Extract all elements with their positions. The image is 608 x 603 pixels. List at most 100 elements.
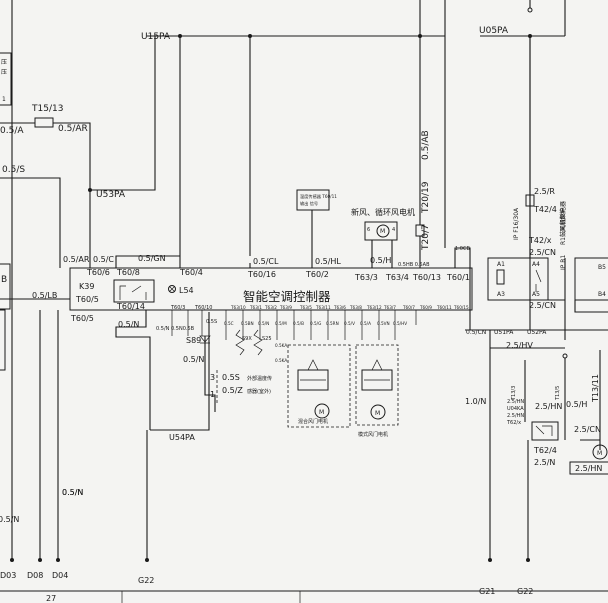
label-w05n-a: 0.5/N xyxy=(118,320,139,329)
label-w05ar-small: 0.5/AR xyxy=(63,255,90,264)
label-t62-x: T62/x xyxy=(506,420,521,426)
pin-05g: 0.5/G xyxy=(310,321,321,326)
motor-m-2: M xyxy=(319,409,324,416)
label-sensor-in: 外部温度传 xyxy=(247,375,272,382)
label-fuse: IP F16/30A xyxy=(513,207,520,240)
label-25r: 2.5/R xyxy=(534,187,555,196)
label-s25: S25 xyxy=(262,336,272,342)
bus-u05pa: U05PA xyxy=(479,0,566,330)
label-d08: D08 xyxy=(27,571,43,580)
label-25cn-c: 2.5/CN xyxy=(574,425,601,434)
label-05h: 0.5/H xyxy=(566,400,587,409)
label-25cn-b: 2.5/CN xyxy=(529,301,556,310)
label-g22-b: G22 xyxy=(517,587,533,596)
label-w05hl: 0.5/HL xyxy=(315,257,341,266)
pin-t63-8: T63/8 xyxy=(349,305,362,310)
controller-title: 智能空调控制器 xyxy=(243,289,331,304)
label-t20-19: T20/19 xyxy=(421,181,431,214)
label-w05ab: 0.5/AB xyxy=(421,130,431,160)
pin-t60-7: T60/7 xyxy=(402,305,415,310)
label-w05cl: 0.5/CL xyxy=(253,257,279,266)
controller-box: 智能空调控制器 0.5/AR 0.5/C 0.5/GN T60/6 T60/8 … xyxy=(63,34,473,311)
relay-section: 1.0CB A1 A4 A3 A5 IP F16/30A IP R1 R1鼓风机… xyxy=(444,36,608,340)
pin-t63-5: T63/5 xyxy=(299,305,312,310)
label-d04: D04 xyxy=(52,571,68,580)
label-t63-4: T63/4 xyxy=(385,273,409,282)
label-t60-8: T60/8 xyxy=(116,268,140,277)
label-sensor-out: 感器(室外) xyxy=(247,388,271,395)
label-t13-3: T13/3 xyxy=(511,386,517,401)
label-u04ka: U04KA xyxy=(507,406,524,412)
label-t60-16: T60/16 xyxy=(247,270,276,279)
label-a3: A3 xyxy=(497,291,505,298)
label-n3: 3 xyxy=(210,373,215,382)
svg-text:温度传感器 T60/11: 温度传感器 T60/11 xyxy=(300,193,337,200)
motor-m-3: M xyxy=(375,410,380,417)
label-t15-13: T15/13 xyxy=(31,104,63,114)
label-w05lb: 0.5/LB xyxy=(32,291,57,300)
label-u52pa: U52PA xyxy=(527,329,547,336)
label-b-left: B xyxy=(1,275,7,285)
label-mode-motor: 模式风门电机 xyxy=(358,431,388,438)
label-25hn-a: 2.5/HN xyxy=(507,399,524,405)
pin-t63-9: T63/9 xyxy=(279,305,292,310)
label-t62-4: T62/4 xyxy=(533,446,557,455)
label-u05pa: U05PA xyxy=(479,26,509,36)
label-w05h: 0.5/H xyxy=(370,256,391,265)
label-t60-13: T60/13 xyxy=(412,273,441,282)
label-t13-11: T13/11 xyxy=(591,374,600,403)
label-t63-3: T63/3 xyxy=(354,273,378,282)
pin-05hv: 0.5/HV xyxy=(393,321,407,326)
pin-05ka-b: 0.5KA xyxy=(275,358,287,363)
grounds: D03 D08 D04 G22 G21 G22 27 0.5/N 0.5/N xyxy=(0,488,533,603)
pin-05c: 0.5C xyxy=(224,321,234,326)
left-upper: 压 压 1 T15/13 0.5/A 0.5/AR 0.5/S U53PA B … xyxy=(0,36,156,371)
label-25cn-a: 2.5/CN xyxy=(529,248,556,257)
pin-05ka: 0.5KA xyxy=(275,343,287,348)
label-w05a: 0.5/A xyxy=(0,126,24,136)
label-t60-14: T60/14 xyxy=(116,302,145,311)
pin-t63-11: T63/11 xyxy=(315,305,331,310)
svg-text:输出 信号: 输出 信号 xyxy=(300,200,318,207)
label-u05cn: 0.5/CN xyxy=(466,329,486,336)
label-t20-7: T20/7 xyxy=(421,224,431,251)
pin-t60-9: T60/9 xyxy=(419,305,432,310)
label-left-1: 1 xyxy=(2,96,6,103)
label-w10n: 1.0/N xyxy=(465,397,486,406)
label-relay-name: R1鼓风机继电器 xyxy=(559,201,567,245)
pin-05a: 0.5/A xyxy=(360,321,371,326)
lower-wiring: T60/5 0.5/N U54PA 0.5/N T60/3 T60/10 T63… xyxy=(0,298,472,560)
fresh-motor: 新风、循环风电机 M 6 4 0.5/H T20/19 0.5/AB T20/7… xyxy=(351,36,431,268)
pin-t60-15: T60/15 xyxy=(453,305,469,310)
label-25hn-d: 2.5/HN xyxy=(575,464,602,473)
label-25hn-b: 2.5/HN xyxy=(507,413,524,419)
label-t42-x: T42/x xyxy=(528,236,552,245)
pin-t60-3: T60/3 xyxy=(170,305,185,311)
label-t13-5: T13/5 xyxy=(555,386,561,401)
label-w05s: 0.5/S xyxy=(2,165,25,175)
label-t60-1: T60/1 xyxy=(446,273,470,282)
label-fan-prot: 风扇保护 xyxy=(559,208,567,232)
pin-t63-1: T63/1 xyxy=(249,305,262,310)
label-g21: G21 xyxy=(479,587,495,596)
label-d03: D03 xyxy=(0,571,16,580)
label-w05n-d: 0.5/N xyxy=(0,515,19,524)
pin-row: T60/3 T60/10 T63/10 T63/1 T63/2 T63/9 T6… xyxy=(170,305,469,311)
pin-05m: 0.5/M xyxy=(275,321,287,326)
pin-05rn: 0.5RN xyxy=(326,321,339,326)
label-fresh-motor: 新风、循环风电机 xyxy=(351,207,415,217)
label-s9x: S9X xyxy=(242,336,252,342)
label-w05n-c: 0.5/N xyxy=(183,355,204,364)
pin-05v: 0.5/V xyxy=(344,321,355,326)
label-n1: 1 xyxy=(210,390,215,399)
label-10cb: 1.0CB xyxy=(455,246,470,252)
pin-05bn: 0.5BN xyxy=(241,321,254,326)
label-w05ar: 0.5/AR xyxy=(58,124,88,134)
svg-text:4: 4 xyxy=(392,227,395,233)
svg-text:压: 压 xyxy=(1,69,7,76)
label-w05n-b: 0.5/N xyxy=(62,488,83,497)
label-t60-4: T60/4 xyxy=(179,268,203,277)
svg-text:0.5HB 0.5AB: 0.5HB 0.5AB xyxy=(398,262,430,268)
label-u15pa: U15PA xyxy=(141,32,171,42)
